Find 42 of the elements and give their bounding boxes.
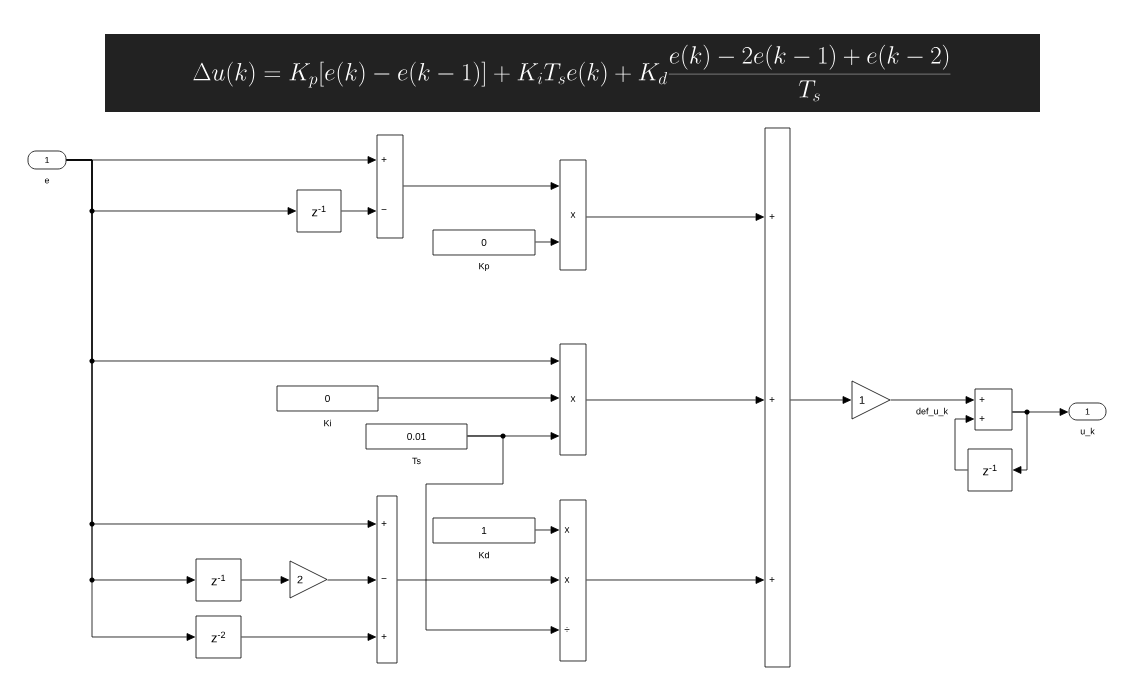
arrow bbox=[341, 207, 376, 215]
delay-block: z$^{-1}$ bbox=[195, 558, 242, 602]
arrow bbox=[327, 576, 376, 584]
gain-triangle: 2 bbox=[289, 560, 328, 599]
arrow bbox=[403, 182, 559, 190]
node-label: Ki bbox=[324, 419, 331, 427]
arrow bbox=[954, 415, 974, 471]
node-label: u_k bbox=[1080, 427, 1095, 437]
constant-block: 0 Kp bbox=[432, 229, 536, 272]
arrow bbox=[1012, 411, 1028, 474]
arrow bbox=[535, 526, 559, 534]
arrow bbox=[378, 394, 559, 402]
arrow bbox=[425, 435, 559, 634]
arrow bbox=[397, 576, 559, 584]
block-box: + − bbox=[376, 134, 404, 239]
port-terminal: 1 e bbox=[27, 150, 67, 184]
port-terminal: 1 u_k bbox=[1068, 402, 1107, 437]
node-label: Kd bbox=[479, 551, 489, 559]
block-box: x bbox=[559, 343, 587, 456]
constant-block: 1 Kd bbox=[432, 517, 536, 559]
node-label: e bbox=[44, 178, 50, 184]
delay-block: z$^{-2}$ bbox=[195, 615, 242, 659]
delay-block: z$^{-1}$ bbox=[967, 448, 1013, 492]
delay-block: z$^{-1}$ bbox=[296, 189, 342, 233]
node-label: Ts bbox=[412, 457, 421, 465]
block-box: + − + bbox=[376, 495, 398, 664]
arrow bbox=[241, 633, 376, 641]
arrow bbox=[535, 238, 559, 246]
edge-label: def_u_k bbox=[915, 406, 949, 418]
node-label: Kp bbox=[479, 262, 490, 272]
arrow bbox=[790, 396, 851, 404]
arrow bbox=[586, 213, 764, 221]
arrow bbox=[586, 576, 764, 584]
arrow bbox=[241, 576, 289, 584]
arrow bbox=[890, 396, 974, 404]
block-box: x bbox=[559, 159, 587, 271]
arrow bbox=[586, 396, 764, 404]
block-box: + + + bbox=[764, 127, 791, 668]
formula-banner: $\Delta u(k)=K_p\big[e(k)-e(k-1)\big]+K_iT_se(k)+K_d\frac{e(k)-2e(k-1)+e(k-2)}{T_s}$ bbox=[105, 34, 1040, 112]
block-box: + + bbox=[974, 388, 1013, 431]
block-box: x x ÷ bbox=[559, 499, 587, 662]
gain-triangle: 1 bbox=[851, 380, 891, 420]
